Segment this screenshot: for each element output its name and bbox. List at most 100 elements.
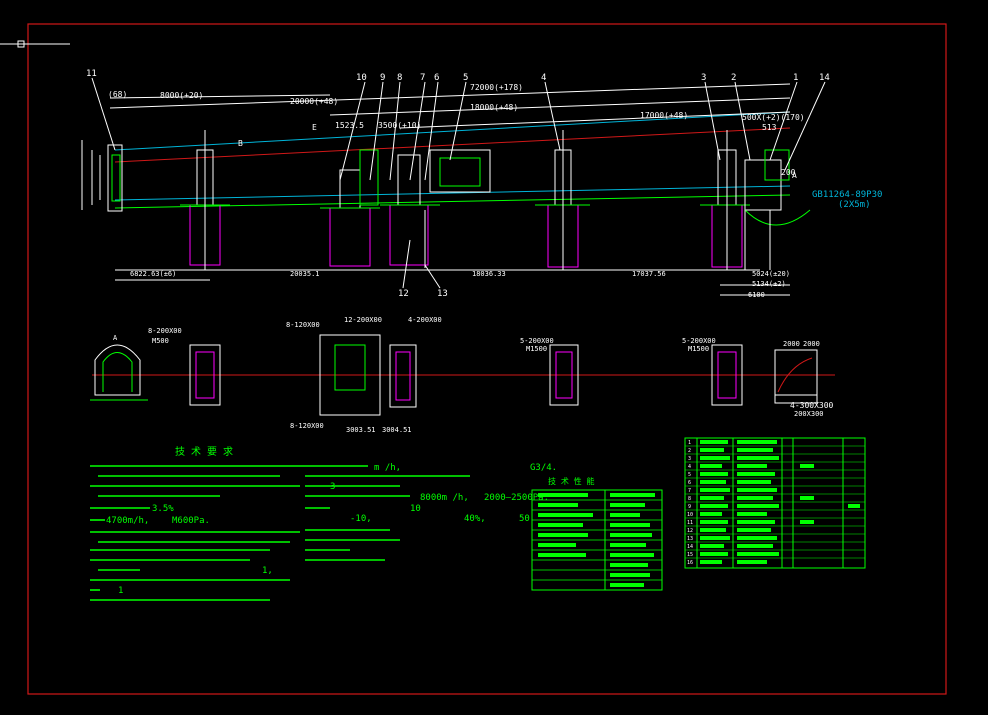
detail-5-label-2: 200X300	[794, 410, 824, 418]
bom-rows	[685, 445, 865, 559]
svg-text:11: 11	[687, 520, 693, 526]
part-no-6: 6	[434, 73, 439, 83]
dim-line-3	[329, 97, 791, 116]
dim-18000: 18000(+48)	[470, 103, 518, 112]
detail-views	[90, 334, 835, 416]
detail-2-label-4: 8-120X00	[290, 422, 324, 430]
detail-5-label-3: 2000	[783, 340, 800, 348]
svg-text:2: 2	[688, 448, 691, 454]
detail-2-label-5: 3003.51	[346, 426, 376, 434]
tail-end-inner	[111, 154, 121, 202]
support-3	[380, 154, 440, 266]
tech-requirements: 技 术 要 求 m /h, G3/4.	[90, 445, 557, 601]
svg-text:7: 7	[688, 488, 691, 494]
detail-4-label-2: M1500	[688, 345, 709, 353]
detail-4-label-1: 5-200X00	[682, 337, 716, 345]
svg-text:15: 15	[687, 552, 693, 558]
dim-513: 513	[762, 123, 777, 132]
view-a-inner	[102, 352, 133, 392]
dim-line-1	[109, 94, 331, 99]
support-1	[180, 130, 230, 270]
support-2	[320, 149, 380, 267]
tech-three: 3	[330, 482, 335, 492]
leader-2	[734, 81, 751, 161]
detail-3-plate	[549, 344, 579, 406]
head-drive	[744, 149, 811, 270]
gb-callout: GB11264-89P30 (2X5m)	[812, 190, 882, 210]
detail-5-arc	[777, 357, 813, 393]
leader-6	[424, 81, 439, 181]
leader-11	[91, 77, 116, 151]
gb-callout-line-2: (2X5m)	[838, 200, 871, 210]
spec-table-title: 技 术 性 能	[548, 476, 594, 486]
leader-1	[769, 81, 798, 161]
tail-end-housing	[107, 144, 123, 212]
bom-cells	[700, 440, 860, 564]
spec-table: 技 术 性 能	[531, 476, 663, 591]
tech-pressure: M600Pa.	[172, 516, 210, 526]
svg-text:13: 13	[687, 536, 693, 542]
bdim-18036: 18036.33	[472, 270, 506, 278]
detail-2-side	[389, 344, 417, 408]
bom-item-numbers: 1 2 3 4 5 6 7 8 9 10 11 12 13 14 15 16	[687, 440, 693, 566]
detail-2-label-1: 8-120X00	[286, 321, 320, 329]
tech-g: G3/4.	[530, 463, 557, 473]
section-a: A	[792, 171, 797, 180]
tech-minus: -10,	[350, 514, 372, 524]
dim-72000: 72000(+178)	[470, 83, 523, 92]
part-no-9: 9	[380, 73, 385, 83]
tech-fifty: 50	[519, 514, 530, 524]
dim-line-2	[109, 83, 791, 109]
support-5	[700, 130, 750, 270]
tech-eight: 8000m /h,	[420, 493, 469, 503]
part-no-8: 8	[397, 73, 402, 83]
tech-rate: m /h,	[374, 463, 401, 473]
detail-2-frame	[319, 334, 381, 416]
top-dimension-texts: (68) 8000(+20) 20000(+48) 72000(+178) 18…	[108, 83, 805, 180]
detail-5-label-4: 2000	[803, 340, 820, 348]
part-no-3: 3	[701, 73, 706, 83]
leader-12	[402, 239, 411, 289]
part-no-13: 13	[437, 289, 448, 299]
svg-text:4: 4	[688, 464, 691, 470]
svg-text:10: 10	[687, 512, 693, 518]
dim-8000: 8000(+20)	[160, 91, 203, 100]
tech-note-lines	[90, 465, 470, 601]
detail-5-plate	[774, 349, 818, 396]
bdim-20035: 20035.1	[290, 270, 320, 278]
leader-3	[704, 81, 721, 161]
spec-table-rows	[532, 499, 662, 581]
section-e: E	[312, 123, 317, 132]
svg-text:6: 6	[688, 480, 691, 486]
svg-text:3: 3	[688, 456, 691, 462]
bdim-6822: 6822.63(±6)	[130, 270, 176, 278]
detail-5-label-1: 4-300X300	[790, 401, 834, 410]
dim-20000: 20000(+48)	[290, 97, 338, 106]
part-no-10: 10	[356, 73, 367, 83]
view-a-label: A	[113, 334, 118, 342]
gb-callout-line-1: GB11264-89P30	[812, 190, 882, 200]
drawing-frame	[27, 23, 947, 695]
detail-1-inner	[195, 351, 215, 399]
part-no-7: 7	[420, 73, 425, 83]
tech-requirements-title: 技 术 要 求	[175, 445, 233, 458]
view-a-arch	[94, 344, 141, 396]
leader-10	[339, 81, 366, 181]
detail-2-side-inner	[395, 351, 411, 401]
detail-1-label-1: 8-200X00	[148, 327, 182, 335]
conveyor-mid-line	[114, 127, 791, 163]
dim-500x: 500X(+2)(170)	[742, 113, 805, 122]
leader-9	[369, 81, 384, 181]
conveyor-top-line	[114, 111, 791, 151]
leader-13	[424, 264, 441, 289]
svg-text:14: 14	[687, 544, 693, 550]
detail-3-inner	[555, 351, 573, 399]
spec-table-cells	[538, 493, 655, 587]
tech-slope: 3.5%	[152, 504, 174, 514]
bdim-6100: 6100	[748, 291, 765, 299]
part-no-1: 1	[793, 73, 798, 83]
frame-corner-marker	[17, 40, 25, 48]
svg-text:8: 8	[688, 496, 691, 502]
part-no-11: 11	[86, 69, 97, 79]
bom-table: 1 2 3 4 5 6 7 8 9 10 11 12 13 14 15 16	[684, 437, 866, 569]
